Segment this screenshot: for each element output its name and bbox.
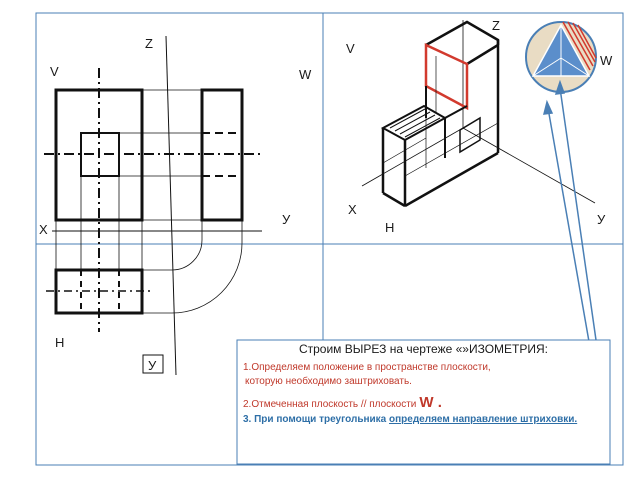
- label-w-triangle: W: [600, 53, 613, 68]
- transfer-arc-outer: [171, 220, 243, 314]
- side-view-outline: [200, 88, 244, 222]
- lower-block-bottom-1: [382, 191, 406, 208]
- note-step1-line1: 1.Определяем положение в пространстве пл…: [243, 362, 491, 373]
- note-step3: 3. При помощи треугольника определяем на…: [243, 414, 577, 425]
- label-z-front: Z: [145, 36, 153, 51]
- iso-construction-3: [382, 137, 427, 164]
- label-y-bottom-front: У: [148, 358, 157, 373]
- label-v-iso: V: [346, 41, 355, 56]
- transfer-arc-inner: [171, 220, 203, 271]
- label-x-iso: X: [348, 202, 357, 217]
- note-step2-text: 2.Отмеченная плоскость // плоскости: [243, 399, 417, 410]
- label-v-front: V: [50, 64, 59, 79]
- note-title: Строим ВЫРЕЗ на чертеже «»ИЗОМЕТРИЯ:: [298, 342, 549, 356]
- label-y-iso: У: [597, 212, 606, 227]
- instruction-note: Строим ВЫРЕЗ на чертеже «»ИЗОМЕТРИЯ: 1.О…: [237, 340, 610, 464]
- label-y-right-front: У: [282, 212, 291, 227]
- label-z-iso: Z: [492, 18, 500, 33]
- note-step1-line2: которую необходимо заштриховать.: [245, 376, 412, 387]
- highlighted-plane: [424, 43, 469, 111]
- orthographic-views: [44, 35, 262, 376]
- note-box-border: [236, 339, 611, 465]
- triangle-circle-icon: [525, 21, 597, 93]
- label-h-iso: H: [385, 220, 394, 235]
- note-step3-underlined: определяем направление штриховки.: [389, 414, 578, 425]
- note-step3-prefix: 3. При помощи треугольника: [243, 414, 390, 425]
- iso-y-axis: [462, 127, 596, 204]
- lower-block-bottom-2: [404, 151, 499, 208]
- label-h-front: H: [55, 335, 64, 350]
- note-step2-w: W .: [419, 394, 442, 411]
- hatching: [389, 108, 441, 138]
- triangle-red-hatch: [562, 21, 597, 71]
- sheet-frame: [35, 12, 624, 466]
- iso-x-axis: [361, 127, 464, 187]
- upper-box-top: [425, 20, 500, 47]
- y-label-box: [142, 354, 164, 374]
- z-axis: [165, 35, 177, 376]
- iso-construction-2: [404, 122, 499, 177]
- label-w-front: W: [299, 67, 312, 82]
- isometric-view: [361, 20, 596, 208]
- label-x-front: X: [39, 222, 48, 237]
- upper-box-mid-edge: [466, 43, 499, 66]
